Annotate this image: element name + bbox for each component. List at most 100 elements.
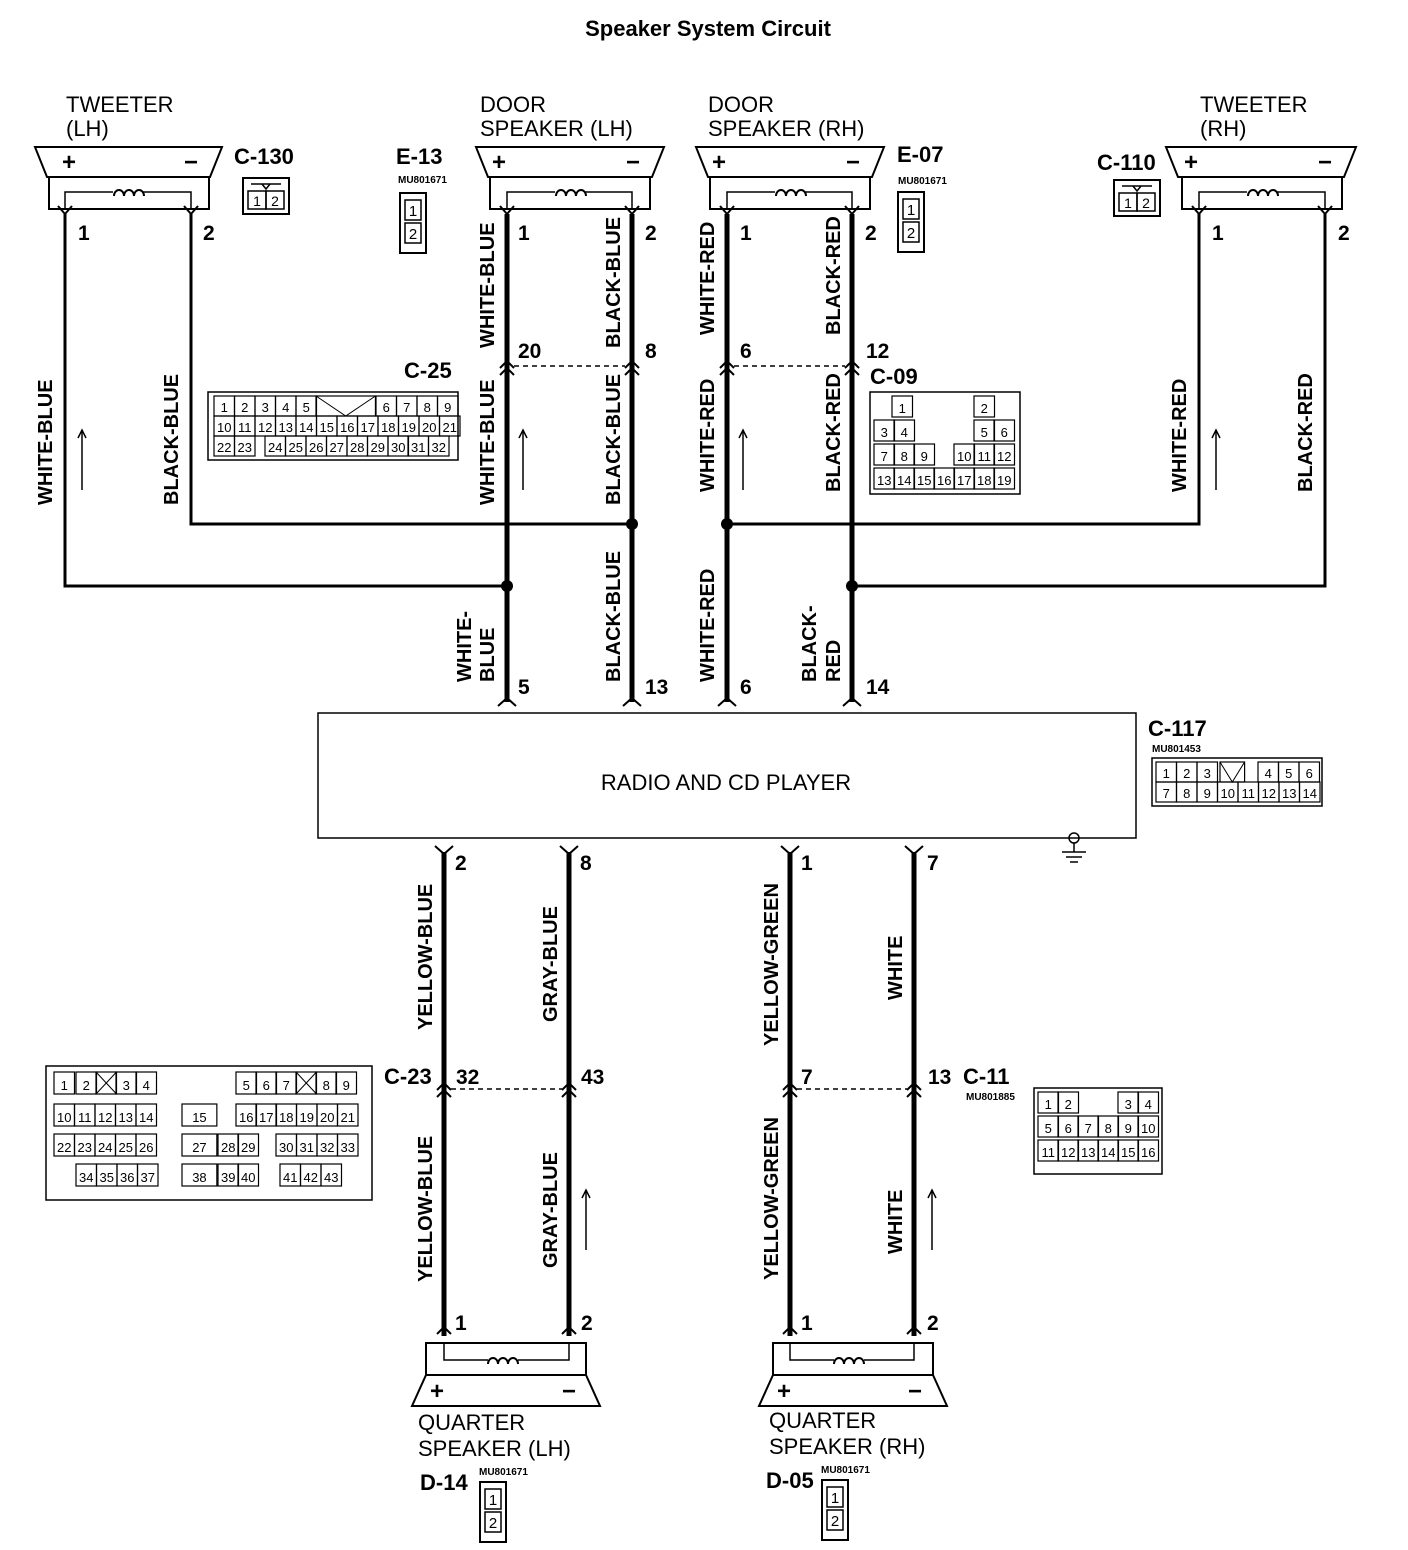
splice-point xyxy=(626,518,638,530)
pin-number: 30 xyxy=(279,1140,293,1155)
pin-label: 7 xyxy=(927,852,939,875)
pin-number: 5 xyxy=(1045,1121,1052,1136)
connector-c11-part-number: MU801885 xyxy=(966,1092,1015,1103)
pin-label: 2 xyxy=(865,222,877,245)
pin-number: 7 xyxy=(1085,1121,1092,1136)
pin-number: 39 xyxy=(221,1170,235,1185)
pin-number: 14 xyxy=(897,473,911,488)
connector-c25-label: C-25 xyxy=(404,358,452,383)
tweeter-rh-label-side: (RH) xyxy=(1200,116,1246,141)
splice-point xyxy=(721,518,733,530)
pin-number: 7 xyxy=(1163,786,1170,801)
pin-number: 19 xyxy=(300,1110,314,1125)
arrow-up-icon xyxy=(518,429,528,491)
connector-e13-part-number: MU801671 xyxy=(398,175,447,186)
pin-number: 27 xyxy=(330,440,344,455)
pin-number: 9 xyxy=(1125,1121,1132,1136)
pin-number: 4 xyxy=(282,400,289,415)
pin-number: 33 xyxy=(341,1140,355,1155)
pin-label: 1 xyxy=(740,222,752,245)
pin-number: 2 xyxy=(241,400,248,415)
pin-number: 15 xyxy=(917,473,931,488)
pin-label: 14 xyxy=(866,676,890,699)
arrow-up-icon xyxy=(927,1189,937,1251)
wire-color-label: BLACK-RED xyxy=(823,216,845,335)
pin-label: 13 xyxy=(645,676,668,699)
tweeter-lh-label: TWEETER xyxy=(66,92,174,117)
pin-number: 3 xyxy=(262,400,269,415)
door-lh-speaker: + − xyxy=(474,146,666,210)
pin-number: 13 xyxy=(279,420,293,435)
splice-point xyxy=(846,580,858,592)
connector-d05-icon xyxy=(821,1479,849,1541)
pin-number: 32 xyxy=(320,1140,334,1155)
arrow-up-icon xyxy=(1211,429,1221,491)
ground-icon xyxy=(1062,832,1086,863)
pin-number: 3 xyxy=(1125,1097,1132,1112)
pin-number: 11 xyxy=(1042,1145,1056,1160)
wire-color-label: GRAY-BLUE xyxy=(540,1152,562,1268)
splice-point xyxy=(501,580,513,592)
wire-color-label: BLACK-BLUE xyxy=(603,374,625,505)
pin-label: 7 xyxy=(801,1066,813,1089)
pin-label: 8 xyxy=(645,340,657,363)
pin-number: 24 xyxy=(98,1140,112,1155)
pin-number: 41 xyxy=(283,1170,297,1185)
pin-number: 25 xyxy=(119,1140,133,1155)
connector-e07-part-number: MU801671 xyxy=(898,176,947,187)
pin-number: 17 xyxy=(259,1110,273,1125)
pin-number: 1 xyxy=(221,400,228,415)
pin-number: 1 xyxy=(899,401,906,416)
tweeter-rh-speaker: + − xyxy=(1164,146,1358,210)
coil-icon xyxy=(555,189,587,197)
wire-color-label: BLACK-BLUE xyxy=(161,374,183,505)
quarter-lh-speaker: + − xyxy=(410,1342,602,1407)
coil-icon xyxy=(113,189,145,197)
wire-color-label: WHITE xyxy=(885,936,907,1000)
pin-label: 2 xyxy=(927,1312,939,1335)
coil-icon xyxy=(1247,189,1279,197)
tweeter-rh-label: TWEETER xyxy=(1200,92,1308,117)
pin-label: 1 xyxy=(801,852,813,875)
pin-number: 17 xyxy=(361,420,375,435)
pin-number: 24 xyxy=(268,440,282,455)
pin-number: 31 xyxy=(411,440,425,455)
pin-number: 2 xyxy=(981,401,988,416)
minus-sign: − xyxy=(1318,149,1332,176)
pin-number: 14 xyxy=(1303,786,1317,801)
pin-number: 18 xyxy=(381,420,395,435)
quarter-rh-label-side: SPEAKER (RH) xyxy=(769,1434,925,1459)
pin-number: 1 xyxy=(1163,766,1170,781)
wire-color-label: BLACK-BLUE xyxy=(603,217,625,348)
pin-number: 14 xyxy=(1101,1145,1115,1160)
pin-number: 1 xyxy=(61,1078,68,1093)
connector-c09-label: C-09 xyxy=(870,364,918,389)
pin-number: 30 xyxy=(391,440,405,455)
plus-sign: + xyxy=(1184,149,1198,176)
pin-number: 4 xyxy=(901,425,908,440)
pin-number: 14 xyxy=(299,420,313,435)
wire-color-label: WHITE- xyxy=(454,611,476,682)
tweeter-lh-label-side: (LH) xyxy=(66,116,109,141)
plus-sign: + xyxy=(430,1378,444,1405)
wire-color-label: WHITE-RED xyxy=(697,379,719,492)
pin-number: 1 xyxy=(1045,1097,1052,1112)
door-rh-speaker: + − xyxy=(694,146,886,210)
pin-number: 22 xyxy=(217,440,231,455)
connector-c117-part-number: MU801453 xyxy=(1152,744,1201,755)
pin-number: 5 xyxy=(243,1078,250,1093)
plus-sign: + xyxy=(777,1378,791,1405)
minus-sign: − xyxy=(562,1378,576,1405)
pin-number: 19 xyxy=(997,473,1011,488)
pin-number: 29 xyxy=(241,1140,255,1155)
pin-number: 7 xyxy=(403,400,410,415)
arrow-up-icon xyxy=(77,429,87,491)
plus-sign: + xyxy=(712,149,726,176)
coil-icon xyxy=(775,189,807,197)
pin-number: 8 xyxy=(1105,1121,1112,1136)
pin-number: 4 xyxy=(1145,1097,1152,1112)
wire-color-label: WHITE-BLUE xyxy=(35,379,57,505)
pin-number: 16 xyxy=(340,420,354,435)
pin-number: 6 xyxy=(1001,425,1008,440)
